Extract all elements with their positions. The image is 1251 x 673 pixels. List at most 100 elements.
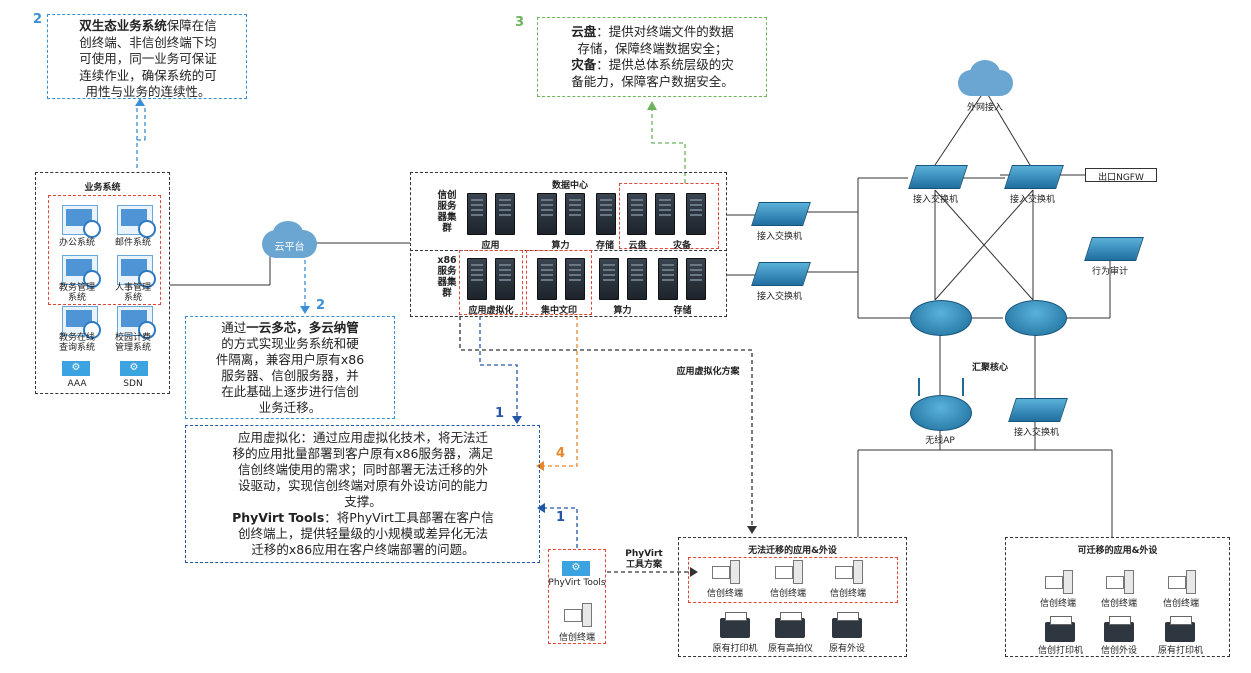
server-icon (467, 258, 487, 300)
ap-label: 无线AP (925, 436, 955, 446)
server-icon (658, 258, 678, 300)
xc-cluster-label: 信创服务器集群 (437, 190, 457, 234)
app-label: 办公系统 (58, 238, 95, 248)
x86-group-label: 算力 (613, 306, 632, 316)
server-icon (627, 258, 647, 300)
scanner-icon (775, 612, 805, 638)
phyvirt-tool-label: PhyVirt Tools (548, 578, 606, 588)
xc-group-label: 云盘 (628, 241, 647, 251)
server-icon (686, 193, 706, 235)
app-virt-desc-box (185, 425, 540, 563)
billing-system-icon (117, 306, 156, 339)
peripheral-icon (832, 612, 862, 638)
x86-cluster-label: x86服务器集群 (437, 255, 457, 299)
academic-system-icon (62, 255, 101, 288)
ap-antenna-right (962, 378, 964, 396)
dc-switch-label: 接入交换机 (756, 292, 802, 302)
non-migratable-terminals (688, 557, 898, 603)
terminal-icon (1168, 570, 1196, 594)
migratable-title: 可迁移的应用&外设 (1077, 546, 1158, 556)
server-icon (627, 193, 647, 235)
x86-group-label: 应用虚拟化 (468, 306, 514, 316)
aaa-label: AAA (67, 379, 87, 389)
terminal-label: 信创终端 (706, 589, 743, 599)
server-icon (599, 258, 619, 300)
ap-antenna-left (918, 378, 920, 396)
terminal-label: 信创终端 (1162, 599, 1199, 609)
app-label: 校园计费管理系统 (114, 333, 151, 353)
access-switch-label: 接入交换机 (1013, 428, 1059, 438)
core-router-icon (910, 300, 972, 336)
dc-switch-label: 接入交换机 (756, 232, 802, 242)
server-icon (655, 193, 675, 235)
core-label: 汇聚核心 (971, 363, 1008, 373)
multi-cloud-text: 通过一云多芯，多云纳管 的方式实现业务系统和硬 件隔离，兼容用户原有x86 服务… (215, 320, 365, 415)
dc-switch-icon (751, 202, 811, 226)
business-system-title: 业务系统 (84, 183, 121, 193)
cloud-dr-box (537, 17, 767, 97)
server-icon (495, 258, 515, 300)
terminal-label: 信创终端 (769, 589, 806, 599)
peripheral-label: 原有高拍仪 (767, 644, 813, 654)
migratable-panel (1005, 537, 1230, 657)
dual-ecosystem-box (47, 14, 247, 99)
cloud-dr-text: 云盘：提供对终端文件的数据 存储，保障终端数据安全； 灾备：提供总体系统层级的灾… (571, 24, 734, 89)
internet-cloud-icon-top (970, 60, 1000, 86)
x86-group-label: 集中文印 (540, 306, 577, 316)
office-system-icon (62, 205, 101, 238)
step-number: 2 (316, 298, 326, 313)
x86-group-label: 存储 (673, 306, 692, 316)
terminal-label: 信创终端 (1039, 599, 1076, 609)
cloud-platform-icon-top (273, 221, 303, 245)
mail-system-icon (117, 205, 156, 238)
server-icon (495, 193, 515, 235)
cloud-platform-label: 云平台 (274, 242, 305, 253)
server-icon (467, 193, 487, 235)
sdn-label: SDN (123, 379, 143, 389)
print-group (526, 250, 592, 315)
printer-icon (720, 612, 750, 638)
terminal-icon (564, 603, 592, 627)
peripheral-label: 原有外设 (828, 644, 865, 654)
dc-switch-icon (751, 262, 811, 286)
core-router-icon (1005, 300, 1067, 336)
sdn-gear-icon: ⚙ (120, 361, 148, 376)
peripheral-label: 信创打印机 (1037, 646, 1083, 656)
multi-cloud-box (185, 316, 395, 419)
ngfw-box (1085, 168, 1157, 182)
server-icon (565, 193, 585, 235)
app-virt-group (459, 250, 523, 315)
terminal-icon (775, 560, 803, 584)
peripheral-label: 信创外设 (1100, 646, 1137, 656)
phyvirt-panel (548, 549, 606, 644)
server-icon (537, 258, 557, 300)
phyvirt-gear-icon: ⚙ (562, 561, 590, 576)
terminal-icon (1045, 570, 1073, 594)
peripheral-label: 原有打印机 (712, 644, 758, 654)
access-switch-label: 接入交换机 (912, 195, 958, 205)
app-virt-desc-text: 应用虚拟化：通过应用虚拟化技术，将无法迁 移的应用批量部署到客户原有x86服务器… (232, 430, 494, 557)
access-switch-icon (1004, 165, 1064, 189)
terminal-icon (835, 560, 863, 584)
peripheral-icon (1104, 616, 1134, 642)
dual-ecosystem-text: 双生态业务系统保障在信 创终端、非信创终端下均 可使用，同一业务可保证 连续作业… (79, 18, 217, 99)
printer-icon (1165, 616, 1195, 642)
business-apps-group (48, 195, 161, 305)
aaa-gear-icon: ⚙ (62, 361, 90, 376)
terminal-icon (1106, 570, 1134, 594)
terminal-label: 信创终端 (829, 589, 866, 599)
non-migratable-title: 无法迁移的应用&外设 (748, 546, 837, 556)
business-system-panel (35, 172, 170, 394)
non-migratable-panel (678, 537, 907, 657)
app-label: 教务在线查询系统 (58, 333, 95, 353)
server-icon (686, 258, 706, 300)
access-switch-icon (1008, 398, 1068, 422)
xc-group-label: 存储 (595, 241, 614, 251)
server-icon (596, 193, 616, 235)
ngfw-label: 出口NGFW (1098, 173, 1144, 183)
app-label: 教务管理系统 (58, 283, 95, 303)
access-switch-icon (908, 165, 968, 189)
xc-group-label: 算力 (551, 241, 570, 251)
printer-icon (1045, 616, 1075, 642)
audit-label: 行为审计 (1091, 267, 1128, 277)
